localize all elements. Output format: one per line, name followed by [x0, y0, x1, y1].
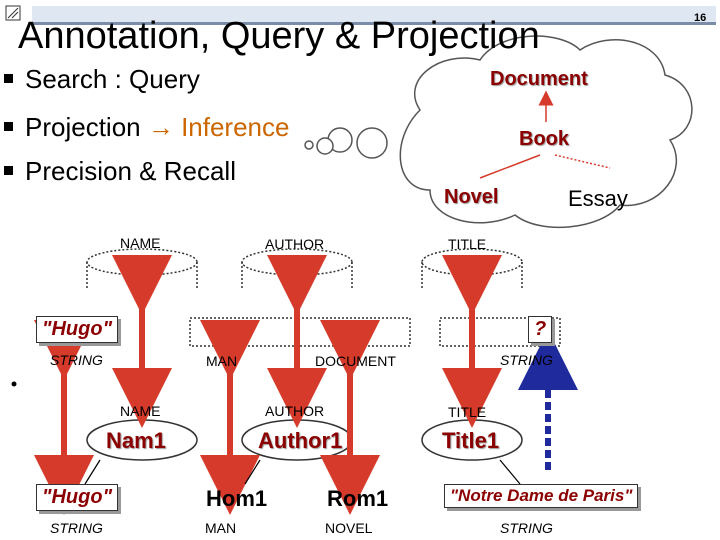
- schema-cylinders: [86, 248, 523, 290]
- page-number: 16: [694, 12, 707, 24]
- dot-marker: [11, 381, 17, 387]
- instance-author-label: AUTHOR: [265, 403, 325, 419]
- cloud-document: Document: [490, 68, 588, 90]
- cloud-novel: Novel: [444, 186, 499, 208]
- instance-title-label: TITLE: [448, 404, 487, 420]
- instance-notre-dame-box: "Notre Dame de Paris": [444, 484, 639, 508]
- schema-string-left: STRING: [50, 352, 103, 368]
- instance-string-right: STRING: [500, 520, 553, 536]
- bullet-text: Projection: [25, 112, 148, 142]
- bullet-precision: Precision & Recall: [4, 156, 236, 186]
- instance-novel: NOVEL: [325, 520, 373, 536]
- instance-hugo-box: "Hugo": [36, 484, 119, 511]
- page-title: Annotation, Query & Projection: [18, 15, 540, 57]
- instance-author1: Author1: [258, 428, 343, 453]
- right-arrow-icon: →: [147, 112, 174, 142]
- instance-name-label: NAME: [120, 403, 161, 419]
- thought-cloud: [304, 35, 693, 229]
- book-essay-link: [554, 154, 611, 169]
- bullet-square-icon: [4, 73, 13, 83]
- instance-string-left: STRING: [50, 520, 103, 536]
- schema-question-box: ?: [528, 316, 553, 343]
- header-band: [32, 6, 716, 25]
- projection-arrows: [34, 255, 502, 515]
- instance-rom1: Rom1: [327, 486, 389, 511]
- bullet-text: Search : Query: [25, 64, 200, 94]
- bullet-text: Precision & Recall: [25, 156, 236, 186]
- bullet-square-icon: [4, 165, 13, 175]
- bullet-projection: Projection → Inference: [4, 112, 289, 142]
- instance-links: [84, 459, 521, 485]
- schema-string-right: STRING: [500, 352, 553, 368]
- instance-hom1: Hom1: [206, 486, 268, 511]
- schema-title-label: TITLE: [448, 236, 487, 252]
- instance-title1: Title1: [442, 428, 500, 453]
- bullet-highlight-text: Inference: [173, 112, 290, 142]
- schema-author-label: AUTHOR: [265, 236, 325, 252]
- schema-document-label: DOCUMENT: [315, 353, 396, 369]
- instance-nam1: Nam1: [106, 428, 166, 453]
- cloud-book: Book: [519, 128, 569, 150]
- slide-logo-icon: [5, 5, 21, 21]
- schema-man-label: MAN: [206, 353, 238, 369]
- instance-man: MAN: [205, 520, 237, 536]
- schema-name-label: NAME: [120, 235, 161, 251]
- bullet-search: Search : Query: [4, 64, 200, 94]
- bullet-square-icon: [4, 121, 13, 131]
- book-novel-link: [479, 154, 541, 179]
- schema-hugo-box: "Hugo": [36, 316, 119, 343]
- schema-boxes: [189, 317, 561, 347]
- cloud-essay: Essay: [568, 186, 628, 211]
